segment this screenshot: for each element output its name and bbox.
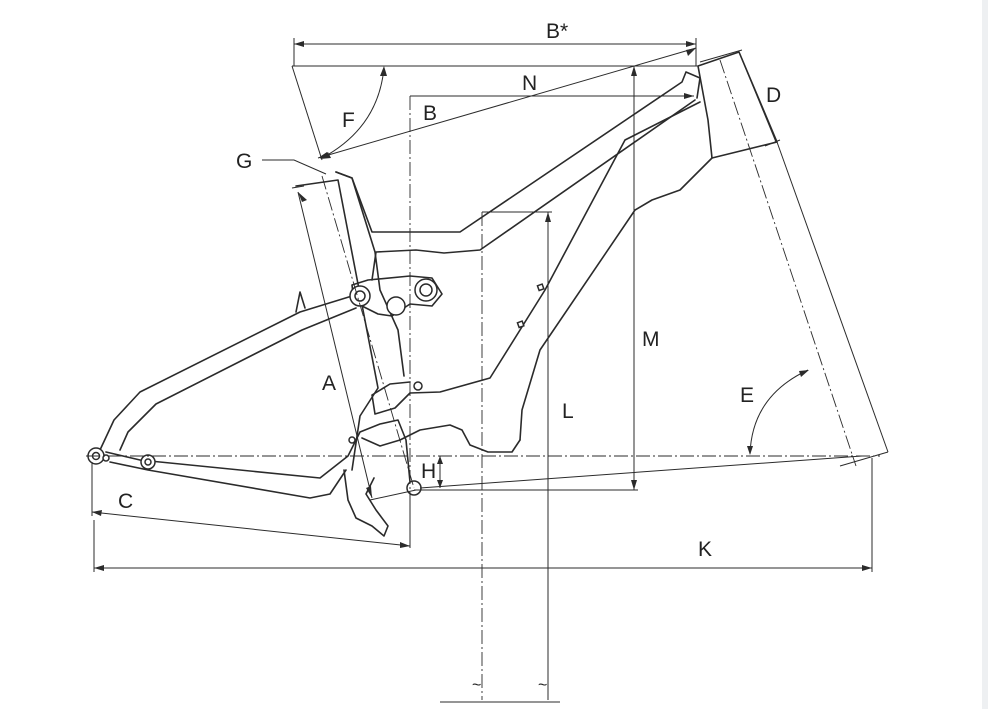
dim-a-line — [297, 191, 373, 499]
dim-c-line — [91, 511, 411, 547]
chain-stay — [105, 419, 411, 483]
dim-k-arrow-left — [94, 565, 104, 571]
break-symbol-left: ~ — [472, 677, 481, 694]
shock-mount-inner — [419, 283, 433, 297]
dim-b-arrow — [684, 93, 694, 99]
pivot-points — [87, 278, 545, 496]
construction-lines — [86, 59, 889, 536]
break-symbol-right: ~ — [538, 677, 547, 694]
bb-front-axle-line — [419, 455, 863, 489]
dim-c-arrow-right — [400, 542, 410, 548]
dim-h-arrow-top — [437, 456, 443, 464]
label-h: H — [421, 460, 436, 483]
seat-tube-front — [335, 171, 405, 377]
window-edge — [982, 0, 988, 709]
label-c: C — [118, 490, 133, 513]
dimensions — [91, 38, 873, 703]
link-pivot — [386, 296, 406, 316]
seat-stay — [99, 295, 353, 451]
label-l: L — [562, 400, 574, 423]
dim-n-line — [317, 47, 697, 159]
dim-a-arrow-bottom — [366, 486, 372, 498]
dropout-pivot-inner — [144, 458, 152, 466]
main-pivot — [413, 381, 423, 391]
dim-g-leader — [262, 159, 327, 175]
dim-a-ext-bottom — [369, 489, 417, 501]
head-tube-axis — [719, 59, 857, 467]
seat-angle-line — [291, 65, 323, 161]
break-symbols: ~ ~ — [472, 677, 547, 694]
dim-d-ext-bottom — [764, 139, 781, 147]
dim-e-arrow-bottom — [747, 446, 753, 455]
dim-f-arrow-bottom — [320, 152, 331, 159]
dim-h-arrow-bottom — [437, 480, 443, 488]
motor-housing — [361, 424, 521, 453]
dim-d-ext-top — [699, 49, 743, 63]
dim-m-arrow-top — [631, 66, 637, 76]
dim-e-arc — [749, 369, 809, 455]
chain-stay-lower — [109, 461, 347, 499]
label-a: A — [322, 372, 336, 395]
top-tube-lower — [371, 99, 696, 281]
dim-b-star-arrow-right — [686, 41, 696, 47]
rocker-link — [351, 275, 443, 317]
chainstay-pivot — [348, 436, 356, 444]
dim-e-arrow-top — [799, 370, 809, 377]
label-d: D — [766, 84, 781, 107]
label-b-star: B* — [546, 20, 568, 43]
dim-n-arrow-right — [686, 48, 696, 56]
down-tube — [519, 157, 713, 441]
bike-frame — [99, 51, 778, 537]
head-tube — [697, 51, 778, 159]
motor-mount — [371, 381, 411, 415]
label-m: M — [642, 328, 660, 351]
dim-a-ext-top — [291, 185, 305, 189]
dim-b-star-arrow-left — [294, 41, 304, 47]
dimension-labels: B* N B F G D M A L E H C K — [118, 20, 781, 561]
dim-l-arrow-top — [545, 212, 551, 222]
dim-f-arrow-top — [380, 66, 387, 76]
bottom-bracket — [406, 480, 422, 496]
label-b: B — [423, 102, 437, 125]
upper-pivot-inner — [354, 290, 366, 302]
dim-d-line — [738, 51, 777, 143]
rear-axle-bolt — [102, 454, 110, 462]
dim-m-arrow-bottom — [631, 480, 637, 490]
bottle-mount-lower — [516, 320, 525, 329]
down-tube-inner — [409, 101, 701, 394]
label-g: G — [236, 150, 252, 173]
seat-stay-tab — [295, 291, 306, 313]
dim-a-arrow-top — [298, 192, 307, 202]
label-e: E — [740, 384, 754, 407]
label-k: K — [698, 538, 712, 561]
label-n: N — [522, 72, 537, 95]
bottle-mount-upper — [536, 283, 545, 292]
seat-stay-inner — [119, 307, 357, 451]
dim-k-arrow-right — [862, 565, 872, 571]
fork-line — [776, 141, 889, 453]
fork-tip — [839, 451, 889, 467]
dim-c-arrow-left — [92, 510, 102, 516]
lower-link — [343, 469, 389, 537]
seat-tube-axis — [321, 175, 415, 489]
label-f: F — [342, 109, 355, 132]
dim-f-arc — [321, 67, 385, 159]
